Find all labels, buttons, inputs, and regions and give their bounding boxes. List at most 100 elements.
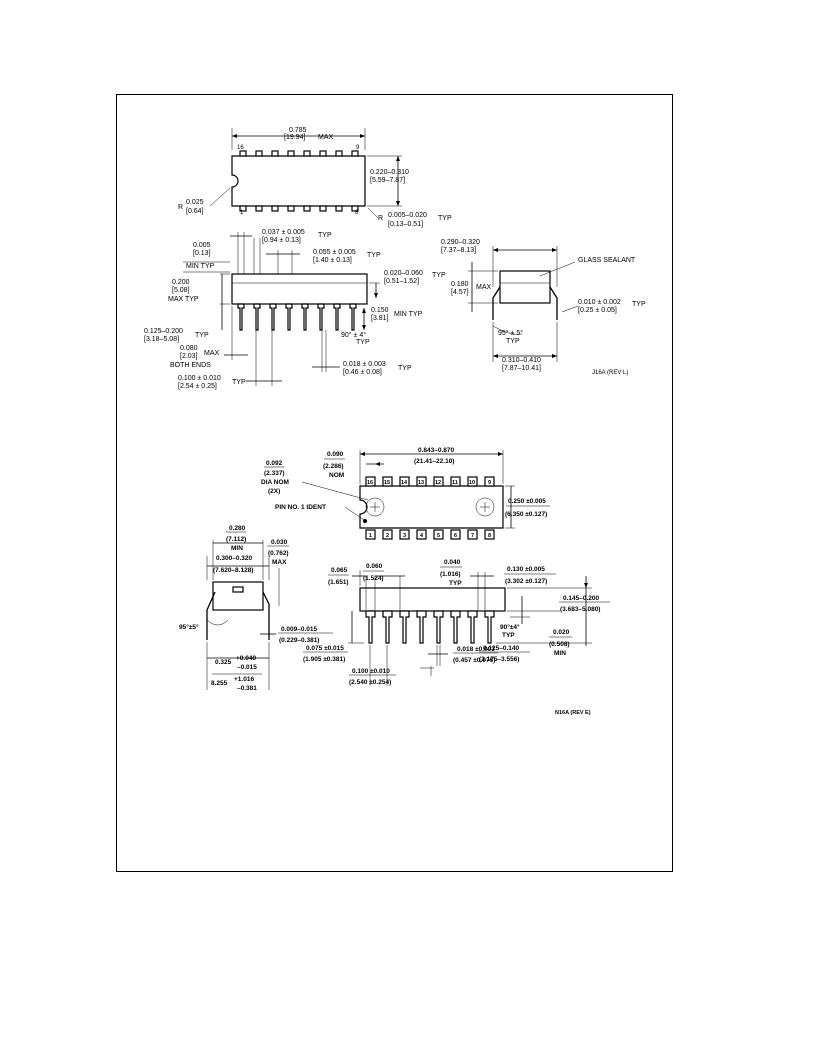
n16a-dia-mm: (2.337)	[264, 470, 285, 477]
j16a-lead-width-mm: [0.94 ± 0.13]	[262, 237, 301, 244]
j16a-top-pins-upper	[239, 150, 359, 157]
n16a-end-c-in: 0.030	[271, 539, 288, 546]
j16a-corner-r-prefix: R	[378, 215, 383, 222]
j16a-height-in: 0.200	[172, 279, 190, 286]
n16a-pin-6: 6	[454, 533, 457, 539]
j16a-lead-len-in: 0.150	[371, 307, 389, 314]
j16a-end-width-in: 0.290–0.320	[441, 239, 480, 246]
n16a-end-spread-in: 0.325	[215, 659, 232, 666]
n16a-pin1-ident: PIN NO. 1 IDENT	[275, 504, 326, 511]
n16a-side-lh-in: 0.075 ±0.015	[306, 645, 344, 652]
n16a-end-view: 0.280 (7.112) MIN 0.300–0.320 (7.620–8.1…	[179, 525, 333, 692]
j16a-pin16-label: 16	[237, 145, 244, 151]
j16a-pitch-in: 0.100 ± 0.010	[178, 375, 221, 382]
j16a-pin1-label: 1	[240, 210, 244, 216]
j16a-angle-suffix: TYP	[356, 339, 370, 346]
n16a-side-sh-in: 0.060	[366, 563, 383, 570]
j16a-glass-sealant: GLASS SEALANT	[578, 257, 636, 264]
n16a-off-mm: (2.286)	[323, 463, 344, 470]
n16a-side-ll-in: 0.125–0.140	[483, 645, 520, 652]
j16a-end-mm: [2.03]	[180, 353, 198, 360]
n16a-side-angle: 90°±4°	[500, 623, 520, 631]
j16a-standoff-suffix: TYP	[432, 272, 446, 279]
n16a-dia-count: (2X)	[268, 488, 280, 495]
j16a-lead-thk-suffix: TYP	[398, 365, 412, 372]
n16a-side-bh-in: 0.130 ±0.005	[507, 566, 545, 573]
n16a-off-in: 0.090	[327, 451, 344, 458]
j16a-notch-r-mm: [0.64]	[186, 208, 204, 215]
n16a-len-in: 0.843–0.870	[418, 447, 455, 454]
n16a-top-view: 16 15 14 13 12 11 10 9 1 2 3 4 5 6 7 8 0…	[261, 447, 550, 540]
n16a-side-lw-suffix: TYP	[449, 580, 462, 587]
n16a-dia-in: 0.092	[266, 460, 283, 467]
n16a-pin-7: 7	[471, 533, 474, 539]
n16a-end-thk-in: 0.009–0.015	[281, 626, 318, 633]
n16a-rev: N16A (REV E)	[555, 710, 591, 716]
n16a-w-mm: (6.350 ±0.127)	[505, 511, 547, 518]
j16a-length-in: 0.785	[289, 127, 307, 134]
j16a-top-view: 16 9 1 8 0.785 [19.94] MAX 0.220–0.310 […	[178, 127, 452, 228]
j16a-end-note: BOTH ENDS	[170, 362, 211, 369]
n16a-pin-15: 15	[384, 480, 390, 486]
j16a-end-angle-suffix: TYP	[506, 338, 520, 345]
j16a-end-h-suffix: MAX	[476, 284, 492, 291]
j16a-angle: 90° ± 4°	[341, 331, 366, 339]
j16a-lead-thk-in: 0.018 ± 0.003	[343, 361, 386, 368]
n16a-end-thk-mm: (0.229–0.381)	[279, 637, 319, 644]
n16a-side-so-note: MIN	[554, 650, 566, 657]
n16a-side-lw-mm: (1.016)	[440, 571, 461, 578]
j16a-corner-r-in: 0.005–0.020	[388, 212, 427, 219]
n16a-side-ll-mm: (3.175–3.556)	[479, 656, 519, 663]
j16a-shoulder-in: 0.055 ± 0.005	[313, 249, 356, 256]
n16a-w-in: 0.250 ±0.005	[508, 498, 546, 505]
n16a-side-sh-mm: (1.524)	[363, 575, 384, 582]
j16a-shoulder-suffix: TYP	[367, 252, 381, 259]
j16a-pitch-suffix: TYP	[232, 379, 246, 386]
j16a-notch-r-in: 0.025	[186, 199, 204, 206]
j16a-end-spread-mm: [7.87–10.41]	[502, 365, 541, 372]
j16a-length-mm: [19.94]	[284, 134, 305, 141]
j16a-top-pins-lower	[239, 205, 359, 212]
n16a-dia-note: DIA NOM	[261, 479, 289, 486]
j16a-pin8-label: 8	[355, 210, 359, 216]
n16a-pin-14: 14	[401, 480, 408, 486]
j16a-standoff-in: 0.020–0.060	[384, 270, 423, 277]
j16a-lead-len-mm: [3.81]	[371, 315, 389, 322]
j16a-standoff-mm: [0.51–1.52]	[384, 278, 419, 285]
j16a-length-suffix: MAX	[318, 134, 334, 141]
j16a-corner-r-suffix: TYP	[438, 215, 452, 222]
n16a-side-tot-mm: (3.683–5.080)	[560, 606, 600, 613]
n16a-side-tot-in: 0.145–0.200	[563, 595, 600, 602]
j16a-min-suffix: MIN TYP	[186, 263, 215, 270]
drawing-frame	[116, 94, 673, 872]
j16a-width-in: 0.220–0.310	[370, 169, 409, 176]
j16a-seat-suffix: TYP	[195, 332, 209, 339]
j16a-end-suffix: MAX	[204, 350, 220, 357]
j16a-side-view: 0.037 ± 0.005 [0.94 ± 0.13] TYP 0.055 ± …	[144, 229, 446, 390]
n16a-side-angle-suffix: TYP	[502, 632, 515, 639]
j16a-end-thk-in: 0.010 ± 0.002	[578, 299, 621, 306]
j16a-width-mm: [5.59–7.87]	[370, 177, 405, 184]
j16a-end-angle: 95° ± 5°	[498, 329, 523, 337]
j16a-end-view: 0.290–0.320 [7.37–8.13] GLASS SEALANT 0.…	[441, 239, 646, 376]
n16a-side-pitch-mm: (2.540 ±0.254)	[349, 679, 391, 686]
n16a-pin-8: 8	[488, 533, 491, 539]
j16a-pin9-label: 9	[356, 145, 360, 151]
n16a-side-so-mm: (0.508)	[549, 641, 570, 648]
j16a-side-leads	[237, 303, 357, 331]
n16a-side-lw-in: 0.040	[444, 559, 461, 566]
j16a-notch-r-prefix: R	[178, 204, 183, 211]
n16a-side-so-in: 0.020	[553, 629, 570, 636]
n16a-pin-12: 12	[435, 480, 441, 486]
n16a-pin-3: 3	[403, 533, 406, 539]
j16a-height-suffix: MAX TYP	[168, 296, 199, 303]
n16a-side-bh-mm: (3.302 ±0.127)	[505, 578, 547, 585]
j16a-end-h-mm: [4.57]	[451, 289, 469, 296]
j16a-end-width-mm: [7.37–8.13]	[441, 247, 476, 254]
n16a-side-lt-in: 0.018 ±0.003	[457, 646, 495, 653]
n16a-end-c-note: MAX	[272, 559, 287, 566]
n16a-end-spread-mm-plus: +1.016	[234, 676, 254, 683]
j16a-min-mm: [0.13]	[193, 250, 211, 257]
n16a-top-pin-boxes	[365, 476, 495, 540]
